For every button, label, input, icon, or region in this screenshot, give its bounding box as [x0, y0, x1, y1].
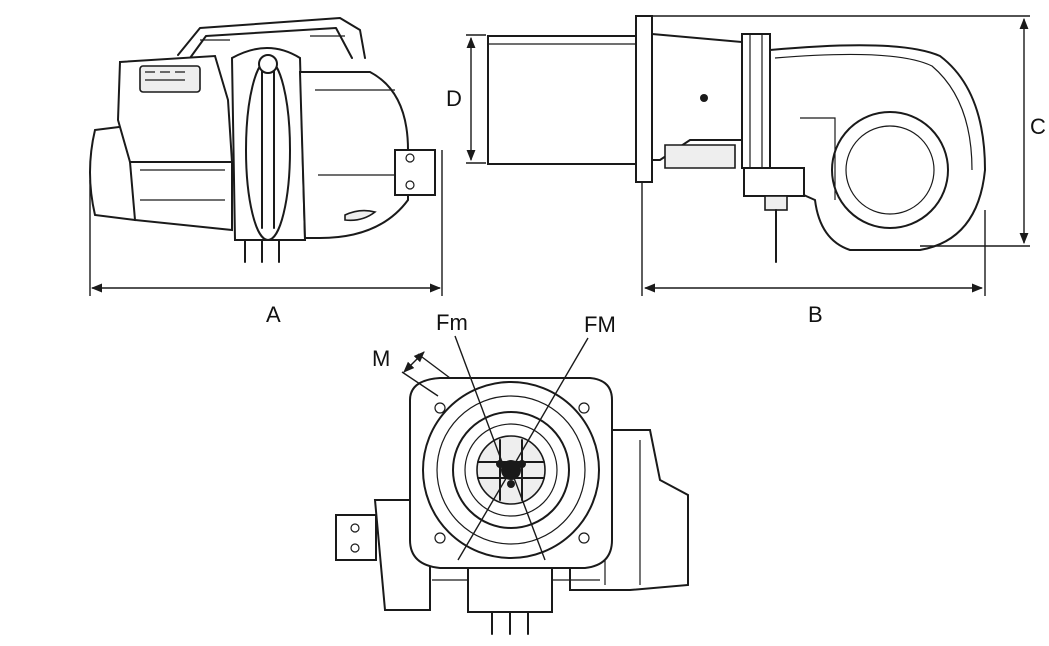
end-view: [335, 377, 689, 635]
label-c: C: [1030, 114, 1046, 139]
leader-line-fm-small: [454, 335, 506, 471]
leader-line-fm-large: [510, 337, 589, 471]
front-view: [89, 17, 436, 263]
side-view: [487, 15, 987, 263]
label-a: A: [266, 302, 281, 327]
label-fm-large: FM: [584, 312, 616, 337]
label-fm-small: Fm: [436, 310, 468, 335]
label-d: D: [446, 86, 462, 111]
dimension-line-m: [403, 351, 425, 373]
label-b: B: [808, 302, 823, 327]
label-m: M: [372, 346, 390, 371]
